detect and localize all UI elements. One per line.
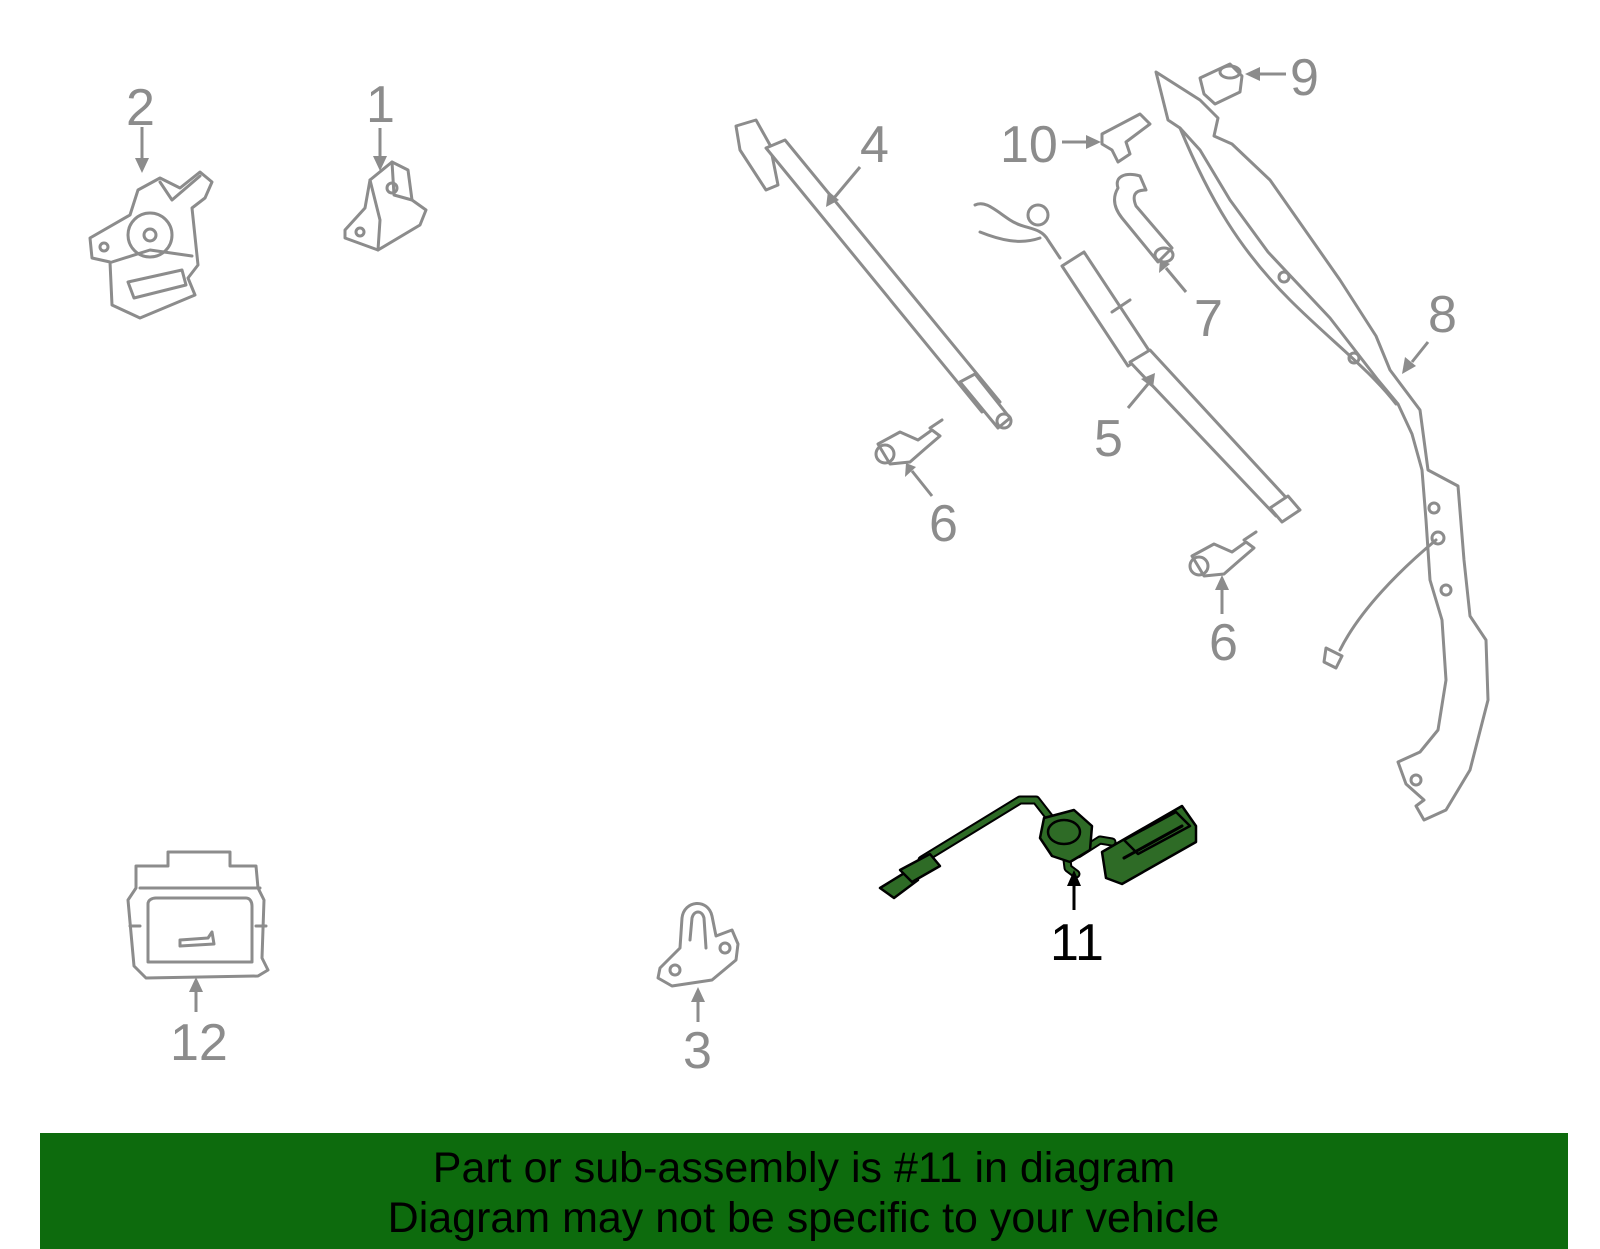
banner-line-2: Diagram may not be specific to your vehi…: [387, 1194, 1220, 1242]
callout-3: 3: [683, 1022, 712, 1080]
part-11-liftgate-switch[interactable]: [878, 795, 1198, 900]
callout-11: 11: [1050, 914, 1104, 972]
part-6-ballstud-upper[interactable]: [874, 418, 944, 466]
part-7-hose[interactable]: [1113, 173, 1175, 264]
arrow-9: [1245, 67, 1286, 81]
part-8-trim-panel[interactable]: [1154, 70, 1490, 822]
callout-10: 10: [1000, 116, 1058, 174]
part-1-bracket[interactable]: [343, 160, 428, 252]
callout-12: 12: [170, 1014, 228, 1072]
callout-5: 5: [1094, 410, 1123, 468]
banner-line-1: Part or sub-assembly is #11 in diagram: [432, 1144, 1176, 1192]
arrow-7: [1159, 259, 1188, 293]
arrow-5: [1126, 373, 1155, 409]
callout-7: 7: [1194, 290, 1223, 348]
callout-1: 1: [366, 76, 395, 134]
arrow-8: [1402, 341, 1430, 374]
arrow-4: [826, 166, 862, 207]
callout-8: 8: [1428, 286, 1457, 344]
arrow-10: [1062, 135, 1101, 149]
part-9-grommet[interactable]: [1198, 62, 1244, 106]
part-4-strut[interactable]: [734, 118, 1013, 430]
part-10-clip[interactable]: [1100, 112, 1152, 164]
arrow-6a: [905, 463, 934, 497]
arrow-12: [189, 977, 203, 1012]
callout-9: 9: [1290, 49, 1319, 107]
callout-6a: 6: [929, 495, 958, 553]
arrow-11: [1067, 870, 1081, 910]
callout-2: 2: [126, 79, 155, 137]
arrow-6b: [1215, 575, 1229, 614]
part-5-power-strut[interactable]: [973, 202, 1302, 524]
part-3-striker[interactable]: [656, 902, 740, 988]
part-12-control-module[interactable]: [126, 850, 270, 980]
arrow-1: [373, 128, 387, 171]
callout-4: 4: [860, 116, 889, 174]
arrow-3: [691, 987, 705, 1022]
info-banner: Part or sub-assembly is #11 in diagram D…: [40, 1133, 1568, 1249]
arrow-2: [135, 127, 149, 173]
callout-6b: 6: [1209, 614, 1238, 672]
part-6-ballstud-lower[interactable]: [1188, 530, 1258, 578]
part-2-actuator[interactable]: [88, 170, 214, 320]
